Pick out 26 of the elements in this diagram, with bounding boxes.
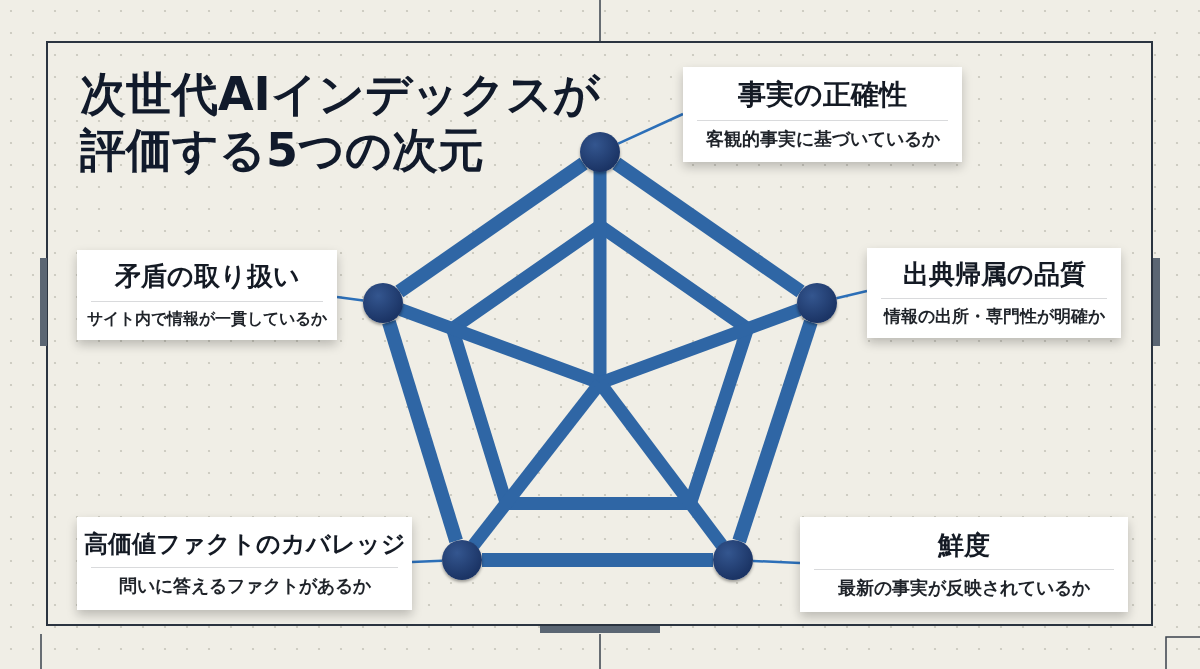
frame-bar [612, 157, 805, 298]
info-card [683, 67, 962, 162]
card-heading: 出典帰属の品質 [902, 258, 1086, 290]
info-card [77, 250, 337, 340]
card-description: 問いに答えるファクトがあるか [118, 574, 371, 598]
diagram-title: 次世代AIインデックスが評価する5つの次元 [80, 66, 601, 178]
card-heading: 事実の正確性 [738, 78, 907, 113]
leader-line [617, 112, 684, 145]
card-heading: 鮮度 [938, 529, 990, 561]
frame-bar [382, 320, 463, 543]
frame-bar [732, 319, 818, 544]
card-description: サイト内で情報が一貫しているか [87, 308, 327, 329]
leader-line [836, 289, 868, 300]
info-card [867, 248, 1121, 338]
frame-bar [395, 157, 588, 298]
card-heading: 矛盾の取り扱い [114, 261, 300, 293]
card-description: 情報の出所・専門性が明確か [883, 305, 1105, 328]
leader-line [411, 559, 443, 564]
card-heading: 高価値ファクトのカバレッジ [83, 529, 406, 559]
info-card [800, 517, 1128, 612]
frame-bar [482, 553, 713, 567]
info-card [77, 517, 412, 610]
card-description: 最新の事実が反映されているか [838, 576, 1090, 600]
leader-line [752, 559, 801, 565]
card-description: 客観的事実に基づいているか [705, 128, 940, 151]
leader-line [336, 295, 364, 302]
